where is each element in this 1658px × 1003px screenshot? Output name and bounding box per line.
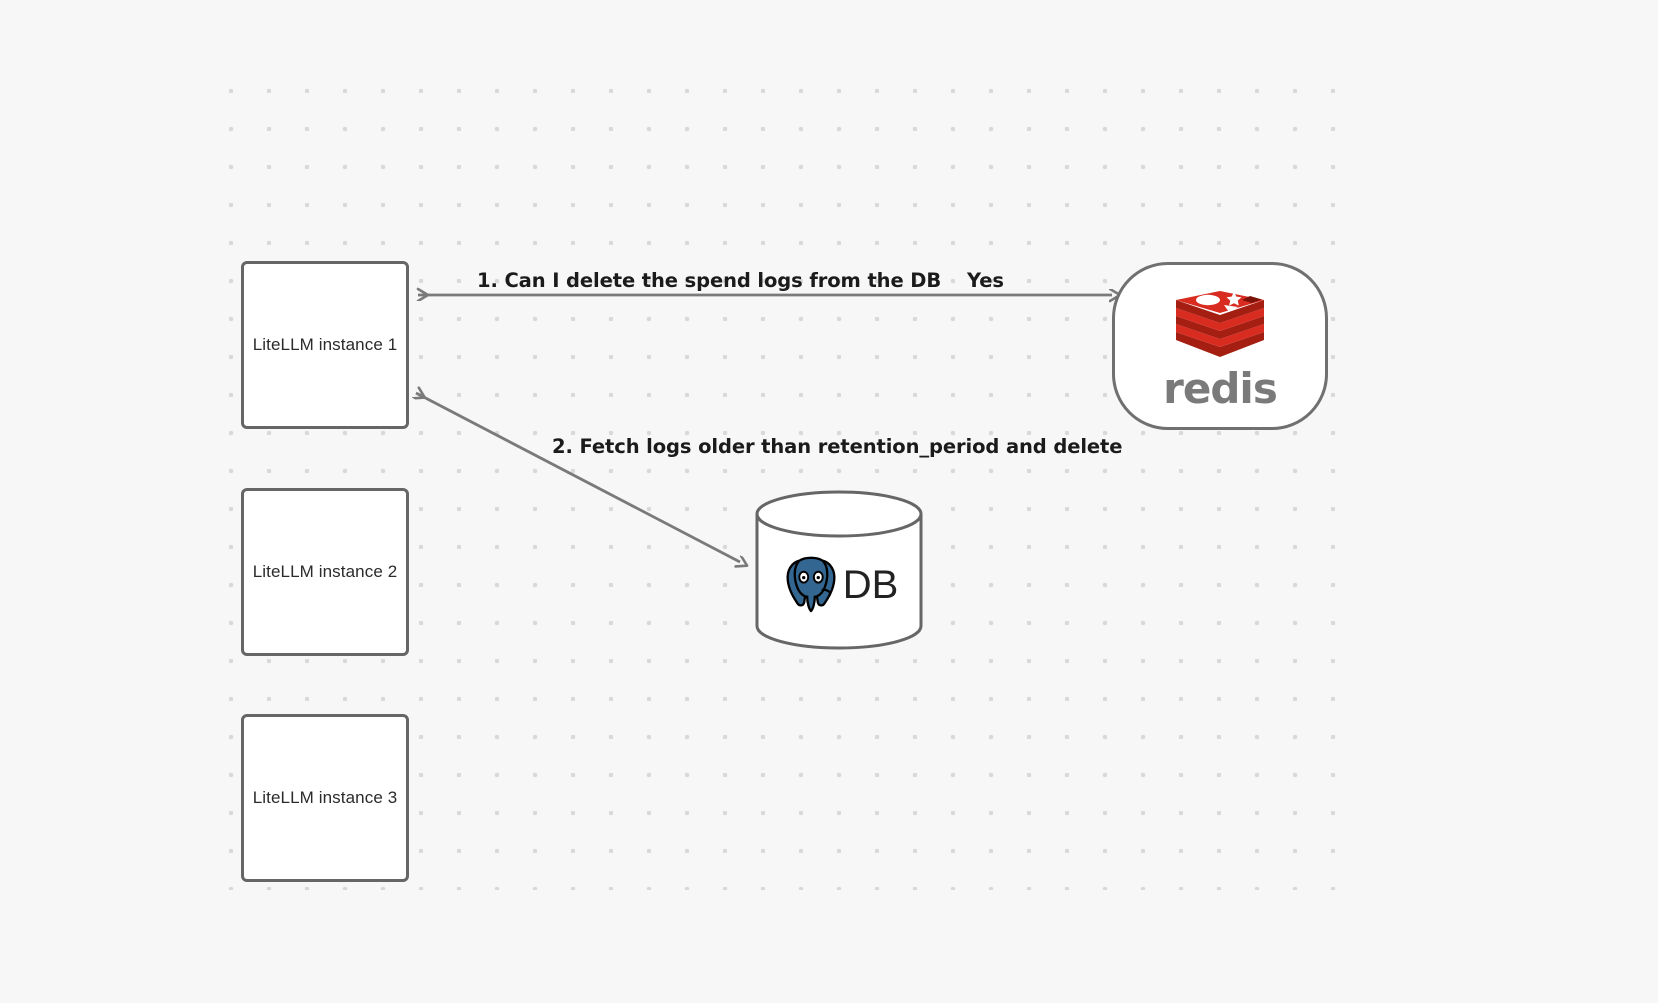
edge-label-yes: Yes — [967, 269, 1004, 292]
node-litellm-instance-1[interactable]: LiteLLM instance 1 — [241, 261, 409, 429]
postgresql-elephant-icon — [780, 551, 842, 618]
cylinder-shape — [755, 490, 923, 650]
node-redis[interactable]: redis — [1112, 262, 1328, 430]
node-db[interactable]: DB — [753, 489, 925, 651]
node-label: LiteLLM instance 3 — [252, 788, 398, 807]
edge-instance1-db — [416, 393, 740, 562]
db-label: DB — [842, 562, 899, 607]
redis-wordmark: redis — [1163, 363, 1278, 413]
redis-logo-icon — [1172, 287, 1268, 366]
node-label: LiteLLM instance 1 — [252, 335, 398, 354]
edge-label-step-1: 1. Can I delete the spend logs from the … — [477, 269, 942, 292]
edge-label-step-2: 2. Fetch logs older than retention_perio… — [552, 435, 1123, 458]
node-label: LiteLLM instance 2 — [252, 562, 398, 581]
node-litellm-instance-3[interactable]: LiteLLM instance 3 — [241, 714, 409, 882]
db-logo-and-label: DB — [753, 551, 925, 618]
node-litellm-instance-2[interactable]: LiteLLM instance 2 — [241, 488, 409, 656]
